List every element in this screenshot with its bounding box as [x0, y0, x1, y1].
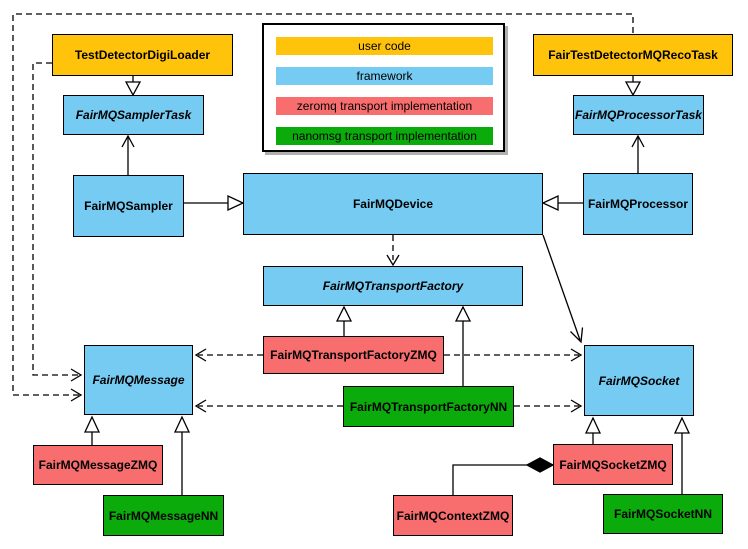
legend-item-user-code: user code: [276, 37, 493, 55]
node-fair-test-detector-mq-reco-task: FairTestDetectorMQRecoTask: [533, 34, 733, 76]
node-fairmq-transport-factory-nn: FairMQTransportFactoryNN: [343, 386, 514, 427]
node-fairmq-message-zmq: FairMQMessageZMQ: [33, 445, 163, 485]
node-fairmq-socket-zmq: FairMQSocketZMQ: [553, 444, 673, 485]
legend-label: framework: [356, 69, 413, 83]
node-fairmq-message: FairMQMessage: [84, 345, 193, 415]
node-fairmq-processor: FairMQProcessor: [583, 173, 693, 235]
legend-box: user code framework zeromq transport imp…: [262, 23, 505, 152]
node-fairmq-transport-factory-zmq: FairMQTransportFactoryZMQ: [263, 336, 444, 374]
node-fairmq-transport-factory: FairMQTransportFactory: [263, 266, 523, 306]
node-fairmq-context-zmq: FairMQContextZMQ: [393, 495, 513, 536]
node-fairmq-socket-nn: FairMQSocketNN: [603, 494, 723, 534]
legend-item-zeromq: zeromq transport implementation: [276, 97, 493, 115]
node-fairmq-processor-task: FairMQProcessorTask: [573, 95, 704, 135]
node-fairmq-message-nn: FairMQMessageNN: [103, 495, 224, 536]
legend-label: zeromq transport implementation: [296, 99, 473, 113]
node-test-detector-digi-loader: TestDetectorDigiLoader: [52, 34, 233, 76]
node-fairmq-socket: FairMQSocket: [584, 345, 694, 416]
node-fairmq-sampler: FairMQSampler: [73, 175, 184, 237]
legend-label: user code: [358, 39, 411, 53]
node-fairmq-device: FairMQDevice: [243, 173, 543, 235]
legend-item-framework: framework: [276, 67, 493, 85]
node-fairmq-sampler-task: FairMQSamplerTask: [63, 95, 204, 135]
legend-item-nanomsg: nanomsg transport implementation: [276, 127, 493, 145]
legend-label: nanomsg transport implementation: [292, 129, 477, 143]
